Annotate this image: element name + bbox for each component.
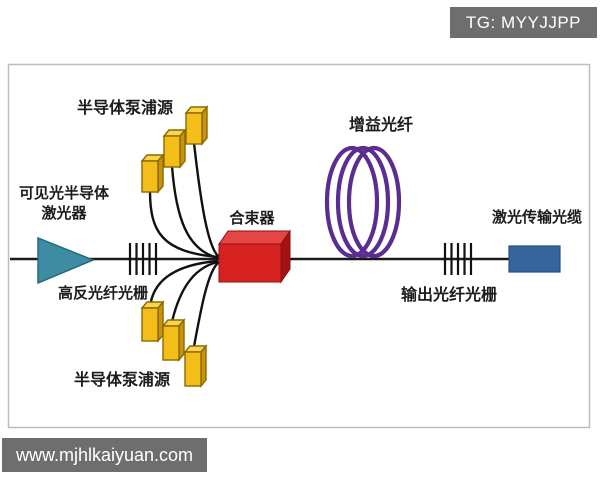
- label-high-reflect-grating: 高反光纤光栅: [58, 284, 148, 302]
- diagram-border: [7, 63, 591, 429]
- combiner-box-icon: [218, 229, 291, 284]
- label-output-grating: 输出光纤光栅: [401, 285, 497, 304]
- label-pump-source-bottom: 半导体泵浦源: [74, 370, 170, 389]
- pump-module-icon: [161, 318, 186, 362]
- telegram-contact-badge: TG: MYYJJPP: [449, 7, 597, 38]
- pump-module-icon: [183, 344, 208, 388]
- pump-fiber: [169, 260, 219, 327]
- pump-modules-top: [140, 105, 209, 194]
- pump-fiber: [170, 165, 219, 260]
- pump-module-icon: [140, 153, 165, 194]
- laser-diode-triangle-icon: [37, 236, 95, 285]
- gain-fiber-coil-icon: [324, 145, 402, 259]
- pump-fiber: [191, 261, 220, 353]
- label-combiner: 合束器: [228, 209, 275, 227]
- pump-module-icon: [184, 105, 209, 146]
- label-pump-source-top: 半导体泵浦源: [77, 98, 173, 117]
- output-grating-hatch-icon: [443, 243, 473, 275]
- delivery-cable-box-icon: [508, 245, 561, 273]
- label-gain-fiber: 增益光纤: [349, 115, 413, 134]
- label-visible-laser-line2: 激光器: [41, 204, 87, 222]
- label-visible-laser-line1: 可见光半导体: [19, 184, 110, 202]
- pump-module-icon: [140, 300, 165, 343]
- pump-fiber: [192, 142, 220, 258]
- website-watermark: www.mjhlkaiyuan.com: [2, 438, 208, 472]
- pump-modules-bottom: [140, 300, 208, 388]
- pump-fiber-bundle: [148, 142, 220, 353]
- label-transmission-cable: 激光传输光缆: [492, 208, 582, 226]
- pump-fiber: [148, 259, 219, 309]
- pump-module-icon: [162, 128, 187, 169]
- pump-fiber: [148, 190, 219, 259]
- high-reflect-grating-hatch-icon: [128, 243, 158, 275]
